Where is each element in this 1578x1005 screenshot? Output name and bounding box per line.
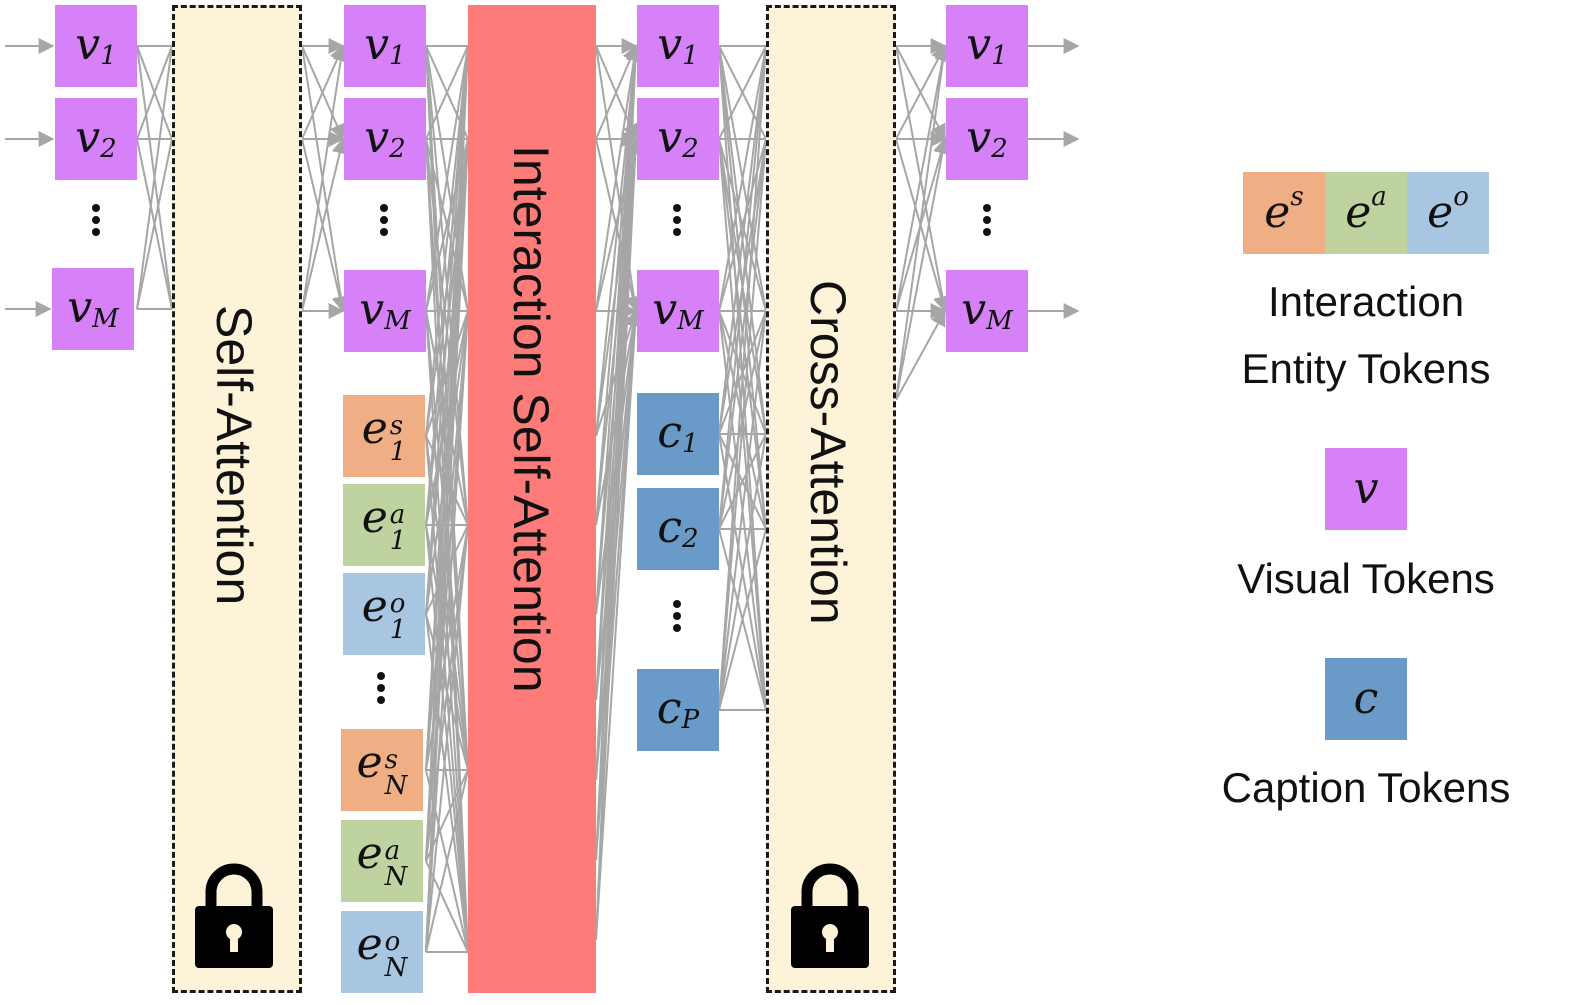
fan-arrow (301, 44, 345, 140)
legend-entity-s-swatch: es (1243, 172, 1325, 254)
fan-line (136, 45, 173, 140)
visual-token-v2-col1: v2 (55, 98, 137, 180)
fan-arrow (895, 137, 951, 401)
ellipsis-col1 (76, 200, 116, 240)
legend-entity-o-swatch: eo (1407, 172, 1489, 254)
cross-attention-block (766, 5, 896, 993)
ellipsis-col3-visual (657, 200, 697, 240)
visual-token-vM-col2: vM (344, 270, 426, 352)
self-attention-block (172, 5, 302, 993)
visual-token-v1-col2: v1 (344, 5, 426, 87)
fan-line (718, 138, 767, 711)
lock-icon (195, 863, 273, 968)
ellipsis-col2-entity (361, 668, 401, 708)
fan-line (425, 45, 469, 312)
legend-visual-swatch: v (1325, 448, 1407, 530)
legend-caption-swatch: c (1325, 658, 1407, 740)
fan-arrow (595, 44, 643, 437)
fan-line (718, 433, 767, 711)
fan-line (425, 45, 469, 437)
fan-line (136, 45, 173, 310)
cross-attention-label: Cross-Attention (800, 280, 856, 625)
fan-arrow (595, 44, 642, 312)
visual-token-v1-col4: v1 (946, 5, 1028, 87)
legend-entity-label-line2: Entity Tokens (1241, 345, 1491, 393)
fan-line (425, 138, 469, 953)
fan-arrow (895, 44, 951, 312)
fan-line (425, 310, 469, 953)
fan-line (718, 45, 767, 530)
fan-arrow (595, 44, 638, 140)
visual-token-vM-col3: vM (637, 270, 719, 352)
fan-arrow (301, 44, 349, 312)
fan-line (425, 524, 469, 953)
fan-line (718, 138, 767, 530)
fan-arrow (595, 309, 644, 941)
lock-icon (791, 863, 869, 968)
caption-token-cP: cP (637, 669, 719, 751)
fan-line (718, 45, 767, 140)
caption-token-c1: c1 (637, 393, 719, 475)
visual-token-v2-col2: v2 (344, 98, 426, 180)
visual-token-v2-col3: v2 (637, 98, 719, 180)
fan-line (718, 433, 767, 530)
fan-line (425, 524, 469, 615)
legend-caption-label: Caption Tokens (1221, 764, 1511, 811)
fan-arrow (595, 44, 643, 526)
fan-line (425, 45, 469, 526)
fan-arrow (895, 309, 946, 401)
visual-token-v2-col4: v2 (946, 98, 1028, 180)
fan-line (425, 769, 469, 953)
visual-token-vM-col1: vM (52, 268, 134, 350)
legend-visual-label: Visual Tokens (1237, 555, 1495, 602)
fan-line (718, 45, 767, 711)
fan-line (425, 45, 469, 140)
fan-arrow (595, 137, 644, 941)
fan-arrow (895, 44, 951, 401)
legend-entity-label: Interaction Entity Tokens (1186, 268, 1546, 402)
ellipsis-col3-caption (657, 596, 697, 636)
visual-token-vM-col4: vM (946, 270, 1028, 352)
visual-token-v1-col3: v1 (637, 5, 719, 87)
ellipsis-col4 (967, 200, 1007, 240)
fan-arrow (301, 137, 348, 312)
fan-line (718, 45, 767, 435)
interaction-self-attention-label: Interaction Self-Attention (503, 145, 559, 693)
legend-entity-label-line1: Interaction (1267, 278, 1465, 325)
fan-line (425, 45, 469, 615)
fan-line (718, 45, 767, 312)
fan-line (718, 528, 767, 711)
self-attention-label: Self-Attention (206, 305, 262, 606)
legend-entity-a-swatch: ea (1325, 172, 1407, 254)
visual-token-v1-col1: v1 (55, 5, 137, 87)
fan-line (136, 138, 173, 310)
fan-line (718, 310, 767, 711)
caption-token-c2: c2 (637, 488, 719, 570)
ellipsis-col2-visual (364, 200, 404, 240)
interaction-self-attention-block (468, 5, 596, 993)
